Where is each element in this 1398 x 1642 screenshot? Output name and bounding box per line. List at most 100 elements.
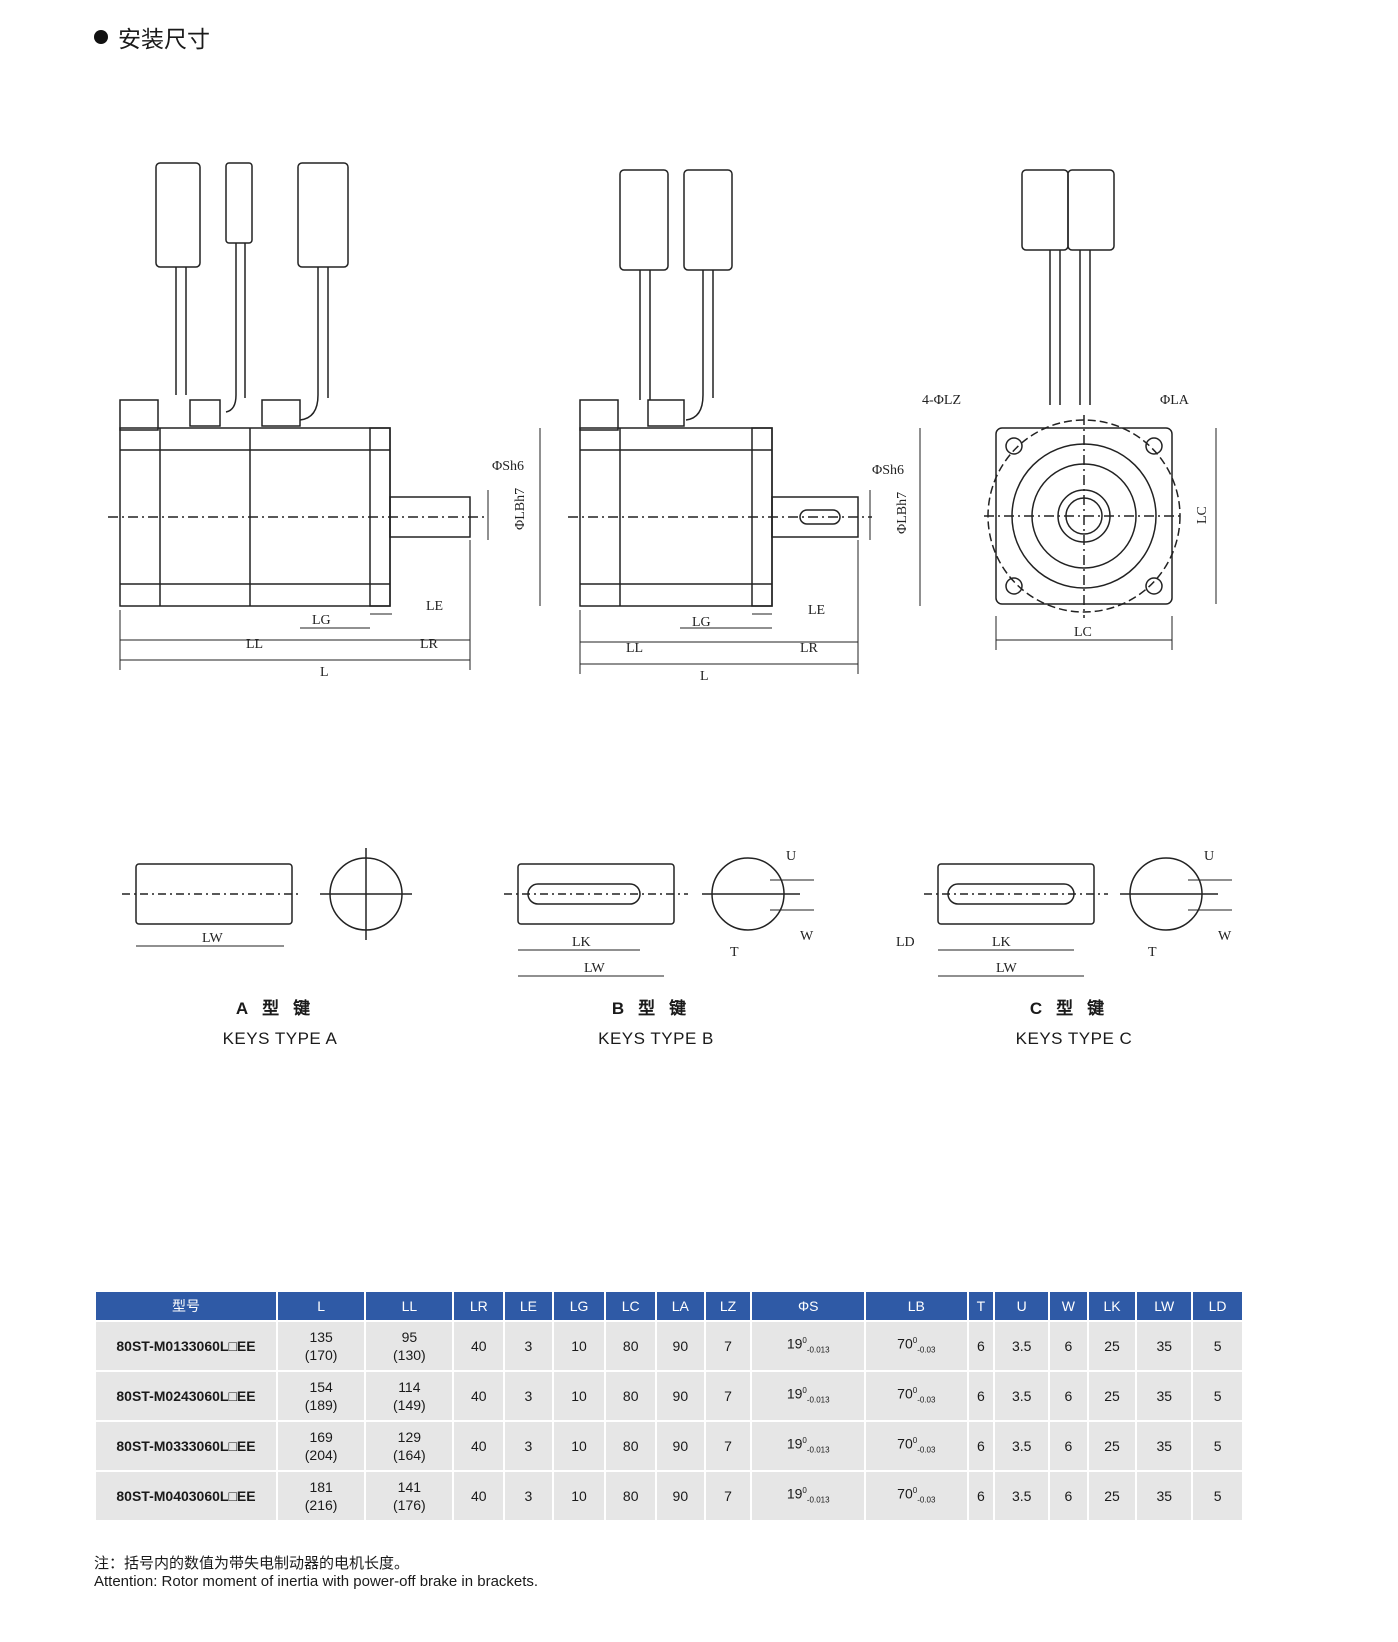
cell-la: 90 bbox=[655, 1320, 706, 1372]
label-lk-c: LK bbox=[992, 935, 1011, 950]
cell-lb: 700-0.03 bbox=[864, 1420, 969, 1472]
key-type-a-drawing bbox=[122, 848, 412, 947]
label-lg-a: LG bbox=[312, 613, 331, 628]
cell-lr: 40 bbox=[452, 1470, 506, 1522]
table-row: 80ST-M0133060L□EE 135(170) 95(130) 40 3 … bbox=[94, 1320, 1244, 1372]
bullet-icon bbox=[94, 30, 108, 44]
label-lg-b: LG bbox=[692, 615, 711, 630]
label-l-b: L bbox=[700, 669, 709, 684]
key-diagrams: LW LK LW T U W LD LK LW T U W bbox=[122, 848, 1232, 977]
cell-l: 169(204) bbox=[275, 1420, 367, 1472]
header-lg: LG bbox=[551, 1290, 607, 1322]
section-title: 安装尺寸 bbox=[94, 20, 210, 54]
key-type-c-en: KEYS TYPE C bbox=[1015, 1029, 1133, 1048]
cell-lw: 35 bbox=[1135, 1320, 1194, 1372]
header-le: LE bbox=[503, 1290, 554, 1322]
cell-lg: 10 bbox=[551, 1470, 607, 1522]
key-type-c-cn: C型键 bbox=[1029, 999, 1119, 1018]
cell-ld: 5 bbox=[1191, 1420, 1244, 1472]
cell-model: 80ST-M0333060L□EE bbox=[94, 1420, 278, 1472]
cell-ld: 5 bbox=[1191, 1470, 1244, 1522]
cell-la: 90 bbox=[655, 1470, 706, 1522]
cell-lr: 40 bbox=[452, 1320, 506, 1372]
header-ll: LL bbox=[364, 1290, 455, 1322]
key-type-c-label: C型键 KEYS TYPE C bbox=[974, 994, 1174, 1049]
cell-le: 3 bbox=[503, 1320, 554, 1372]
label-lc-vertical: LC bbox=[1195, 506, 1210, 524]
footnote: 注：括号内的数值为带失电制动器的电机长度。 Attention: Rotor m… bbox=[94, 1555, 538, 1591]
cell-w: 6 bbox=[1047, 1470, 1089, 1522]
cell-le: 3 bbox=[503, 1420, 554, 1472]
cell-lg: 10 bbox=[551, 1320, 607, 1372]
header-la: LA bbox=[655, 1290, 706, 1322]
cell-w: 6 bbox=[1047, 1420, 1089, 1472]
cell-lz: 7 bbox=[703, 1370, 753, 1422]
key-type-b-cn: B型键 bbox=[611, 999, 701, 1018]
label-ll-b: LL bbox=[626, 641, 643, 656]
cell-lc: 80 bbox=[604, 1420, 658, 1472]
key-type-a-label: A型键 KEYS TYPE A bbox=[180, 994, 380, 1049]
cell-lr: 40 bbox=[452, 1370, 506, 1422]
cell-t: 6 bbox=[966, 1320, 996, 1372]
cell-u: 3.5 bbox=[993, 1470, 1050, 1522]
label-w-c: W bbox=[1218, 929, 1232, 944]
header-lk: LK bbox=[1086, 1290, 1138, 1322]
cell-lg: 10 bbox=[551, 1370, 607, 1422]
header-lr: LR bbox=[452, 1290, 506, 1322]
cell-ll: 141(176) bbox=[364, 1470, 455, 1522]
header-lb: LB bbox=[864, 1290, 969, 1322]
cell-lc: 80 bbox=[604, 1370, 658, 1422]
cell-l: 154(189) bbox=[275, 1370, 367, 1422]
table-row: 80ST-M0243060L□EE 154(189) 114(149) 40 3… bbox=[94, 1370, 1244, 1422]
label-ll-a: LL bbox=[246, 637, 263, 652]
cell-lw: 35 bbox=[1135, 1420, 1194, 1472]
section-title-text: 安装尺寸 bbox=[118, 27, 210, 53]
cell-ll: 129(164) bbox=[364, 1420, 455, 1472]
header-w: W bbox=[1047, 1290, 1089, 1322]
cell-s: 190-0.013 bbox=[750, 1370, 867, 1422]
cell-lk: 25 bbox=[1086, 1370, 1138, 1422]
cell-model: 80ST-M0403060L□EE bbox=[94, 1470, 278, 1522]
label-flange-dia-b: ΦLBh7 bbox=[895, 492, 910, 534]
motor-b-side-view bbox=[568, 169, 872, 607]
motor-diagram: ΦSh6 ΦLBh7 LE LG LL LR L ΦSh6 ΦLBh7 LE L… bbox=[108, 162, 1217, 684]
label-ld-c: LD bbox=[896, 935, 915, 950]
cell-u: 3.5 bbox=[993, 1320, 1050, 1372]
header-u: U bbox=[993, 1290, 1050, 1322]
label-shaft-dia-b: ΦSh6 bbox=[872, 463, 904, 478]
label-lw-c: LW bbox=[996, 961, 1018, 976]
cell-lk: 25 bbox=[1086, 1320, 1138, 1372]
cell-l: 181(216) bbox=[275, 1470, 367, 1522]
table-header-row: 型号 L LL LR LE LG LC LA LZ ΦS LB T U W LK… bbox=[94, 1290, 1244, 1322]
label-t-c: T bbox=[1148, 945, 1157, 960]
label-lk-b: LK bbox=[572, 935, 591, 950]
key-type-b-en: KEYS TYPE B bbox=[598, 1029, 714, 1048]
cell-lb: 700-0.03 bbox=[864, 1320, 969, 1372]
cell-t: 6 bbox=[966, 1470, 996, 1522]
cell-lc: 80 bbox=[604, 1470, 658, 1522]
cell-s: 190-0.013 bbox=[750, 1320, 867, 1372]
label-w-b: W bbox=[800, 929, 814, 944]
label-lc-horizontal: LC bbox=[1074, 625, 1092, 640]
label-le-a: LE bbox=[426, 599, 443, 614]
key-type-a-cn: A型键 bbox=[235, 999, 325, 1018]
label-lw-a: LW bbox=[202, 931, 224, 946]
label-le-b: LE bbox=[808, 603, 825, 618]
label-u-c: U bbox=[1204, 849, 1214, 864]
header-s: ΦS bbox=[750, 1290, 867, 1322]
label-flange-dia-a: ΦLBh7 bbox=[513, 488, 528, 530]
key-type-a-en: KEYS TYPE A bbox=[222, 1029, 338, 1048]
footnote-en: Attention: Rotor moment of inertia with … bbox=[94, 1573, 539, 1590]
key-type-b-drawing bbox=[504, 857, 814, 977]
label-lr-a: LR bbox=[420, 637, 439, 652]
header-model: 型号 bbox=[94, 1290, 278, 1322]
cell-l: 135(170) bbox=[275, 1320, 367, 1372]
label-lz: 4-ΦLZ bbox=[922, 393, 961, 408]
cell-model: 80ST-M0133060L□EE bbox=[94, 1320, 278, 1372]
cell-model: 80ST-M0243060L□EE bbox=[94, 1370, 278, 1422]
motor-a-side-view bbox=[108, 162, 485, 607]
cell-s: 190-0.013 bbox=[750, 1470, 867, 1522]
cell-ld: 5 bbox=[1191, 1370, 1244, 1422]
label-u-b: U bbox=[786, 849, 796, 864]
label-t-b: T bbox=[730, 945, 739, 960]
